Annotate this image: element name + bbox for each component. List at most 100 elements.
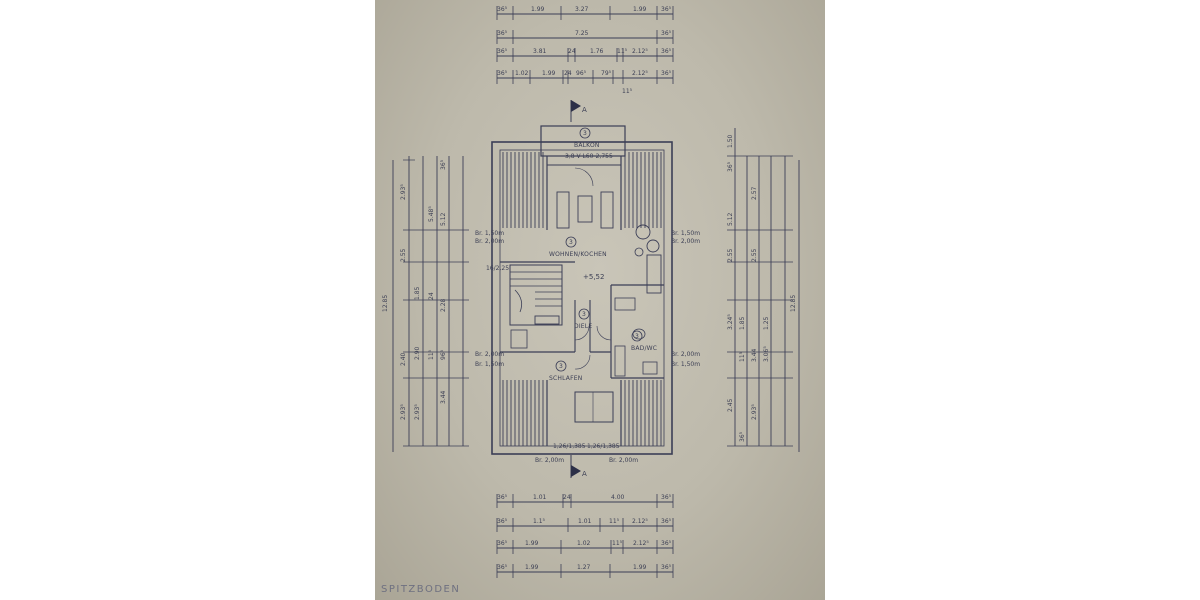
bottom-dim-4-2: 1.99: [525, 564, 539, 571]
top-dim-4-8: 36⁵: [661, 70, 672, 77]
top-dim-2-1: 36⁵: [497, 30, 508, 37]
bottom-dim-3-1: 36⁵: [497, 540, 508, 547]
bottom-dim-3-6: 36⁵: [661, 540, 672, 547]
top-dim-1-5: 36⁵: [661, 6, 672, 13]
top-dim-4-6: 79⁵: [601, 70, 612, 77]
room-wohnen-kochen: 3 WOHNEN/KOCHEN +5,52: [549, 236, 607, 281]
bottom-dim-2-6: 36⁵: [661, 518, 672, 525]
top-dim-4-2: 1.02: [515, 70, 529, 77]
bottom-dim-3-4: 11⁵: [612, 540, 623, 547]
right-dim-15: 1.85: [739, 316, 746, 330]
right-dim-6: 2.45: [727, 398, 734, 412]
bottom-dim-2-5: 2.12⁵: [632, 518, 648, 525]
room-schlafen-name: SCHLAFEN: [549, 375, 582, 382]
top-dim-3-4: 1.76: [590, 48, 604, 55]
right-dim-9: 2.55: [751, 248, 758, 262]
left-dim-9: 5.12: [440, 212, 447, 226]
window-note-left-3: Br. 2,00m: [475, 351, 504, 358]
roof-hatching-top-left: [502, 152, 544, 228]
top-dim-3-7: 36⁵: [661, 48, 672, 55]
window-note-left-4: Br. 1,50m: [475, 361, 504, 368]
bottom-dim-4-4: 1.99: [633, 564, 647, 571]
left-dim-8: 2.93⁵: [414, 404, 421, 420]
left-dim-12: 36⁵: [440, 159, 447, 170]
left-dim-16: 96⁵: [440, 349, 447, 360]
right-dim-7: 36⁵: [739, 431, 746, 442]
roof-hatching-bottom-left: [502, 380, 544, 446]
room-bad-name: BAD/WC: [631, 345, 657, 352]
room-bad-wc: 3 BAD/WC: [631, 330, 657, 352]
bottom-dim-1-3: 24: [563, 494, 571, 501]
window-note-right-4: Br. 1,50m: [671, 361, 700, 368]
bottom-dim-1-1: 36⁵: [497, 494, 508, 501]
right-dim-4: 2.55: [727, 248, 734, 262]
window-note-left-2: Br. 2,00m: [475, 238, 504, 245]
right-dim-2: 36⁵: [727, 161, 734, 172]
window-notes: Br. 1,50m Br. 2,00m Br. 2,00m Br. 1,50m …: [475, 230, 700, 464]
right-dim-11: 3.06⁵: [763, 346, 770, 362]
window-note-bottom-1: 1,26/1,385: [553, 443, 586, 450]
stair-note: 16/2,25: [486, 265, 509, 272]
bottom-dim-4-3: 1.27: [577, 564, 591, 571]
left-dim-3: 2.55: [400, 248, 407, 262]
left-dim-total: 12.85: [382, 295, 389, 312]
left-dim-13: 24: [428, 292, 435, 300]
left-dim-7: 2.90: [414, 346, 421, 360]
building-outline: [491, 125, 673, 455]
top-dim-1-3: 3.27: [575, 6, 589, 13]
bottom-dim-2-3: 1.01: [578, 518, 592, 525]
left-dim-6: 5.48⁵: [428, 206, 435, 222]
left-dim-4: 2.40: [400, 352, 407, 366]
section-marker-bottom-label: A: [582, 470, 587, 478]
window-note-bottom-2: 1,26/1,385: [587, 443, 620, 450]
window-note-bottom-4: Br. 2,00m: [609, 457, 638, 464]
room-wohnen-number: 3: [569, 239, 573, 246]
roof-hatching-bottom-right: [624, 380, 662, 446]
right-dim-16: 3.44: [751, 348, 758, 362]
left-dim-10: 2.28: [440, 298, 447, 312]
top-dim-4-3: 1.99: [542, 70, 556, 77]
section-marker-bottom: A: [570, 455, 587, 478]
room-wohnen-level: +5,52: [583, 273, 604, 281]
right-dim-5: 3.24⁵: [727, 314, 734, 330]
right-dim-12: 2.93⁵: [751, 404, 758, 420]
top-dim-2-3: 36⁵: [661, 30, 672, 37]
roof-hatching-top-right: [624, 152, 662, 228]
floor-plan-drawing: 36⁵ 1.99 3.27 1.99 36⁵ 36⁵ 7.25 36⁵ 36: [382, 6, 800, 578]
top-dim-4-4: 24: [564, 70, 572, 77]
window-note-bottom-3: Br. 2,00m: [535, 457, 564, 464]
top-dim-1-4: 1.99: [633, 6, 647, 13]
room-balkon-name: BALKON: [574, 142, 600, 149]
room-balkon: 3 BALKON 3,8 V L60-2,755: [565, 127, 613, 160]
bottom-dim-3-3: 1.02: [577, 540, 591, 547]
top-dimension-chains: 36⁵ 1.99 3.27 1.99 36⁵ 36⁵ 7.25 36⁵ 36: [496, 6, 674, 95]
bottom-dim-4-1: 36⁵: [497, 564, 508, 571]
right-dim-3: 5.12: [727, 212, 734, 226]
top-dim-2-2: 7.25: [575, 30, 589, 37]
bottom-dim-2-2: 1.1⁵: [533, 518, 546, 525]
room-balkon-number: 3: [583, 130, 587, 137]
window-note-right-2: Br. 2,00m: [671, 238, 700, 245]
right-dim-1: 1.50: [727, 134, 734, 148]
photographed-floor-plan: 36⁵ 1.99 3.27 1.99 36⁵ 36⁵ 7.25 36⁵ 36: [375, 0, 825, 600]
room-wohnen-name: WOHNEN/KOCHEN: [549, 251, 607, 258]
right-dimension-chains: 1.50 36⁵ 5.12 2.55 3.24⁵ 2.45 36⁵ 2.57 2…: [727, 128, 800, 452]
top-dim-4-5: 96⁵: [576, 70, 587, 77]
top-dim-4-1: 36⁵: [497, 70, 508, 77]
room-balkon-sub: 3,8 V L60-2,755: [565, 153, 613, 160]
furniture: [510, 167, 660, 423]
bottom-dim-4-5: 36⁵: [661, 564, 672, 571]
top-dim-1-2: 1.99: [531, 6, 545, 13]
window-note-right-3: Br. 2,00m: [671, 351, 700, 358]
left-dim-14: 1.85: [414, 286, 421, 300]
top-dim-4-7: 2.12⁵: [632, 70, 648, 77]
window-note-right-1: Br. 1,50m: [671, 230, 700, 237]
right-dim-10: 1.25: [763, 316, 770, 330]
room-diele-name: DIELE: [574, 323, 592, 330]
room-diele: 3 DIELE: [574, 308, 592, 330]
bottom-dimension-chains: 36⁵ 1.01 24 4.00 36⁵ 36⁵ 1.1⁵ 1.01 11⁵ 2…: [496, 494, 674, 578]
room-schlafen-number: 3: [559, 363, 563, 370]
top-dim-3-6: 2.12⁵: [632, 48, 648, 55]
floor-title: SPITZBODEN: [381, 584, 461, 595]
left-dim-2: 2.93⁵: [400, 184, 407, 200]
